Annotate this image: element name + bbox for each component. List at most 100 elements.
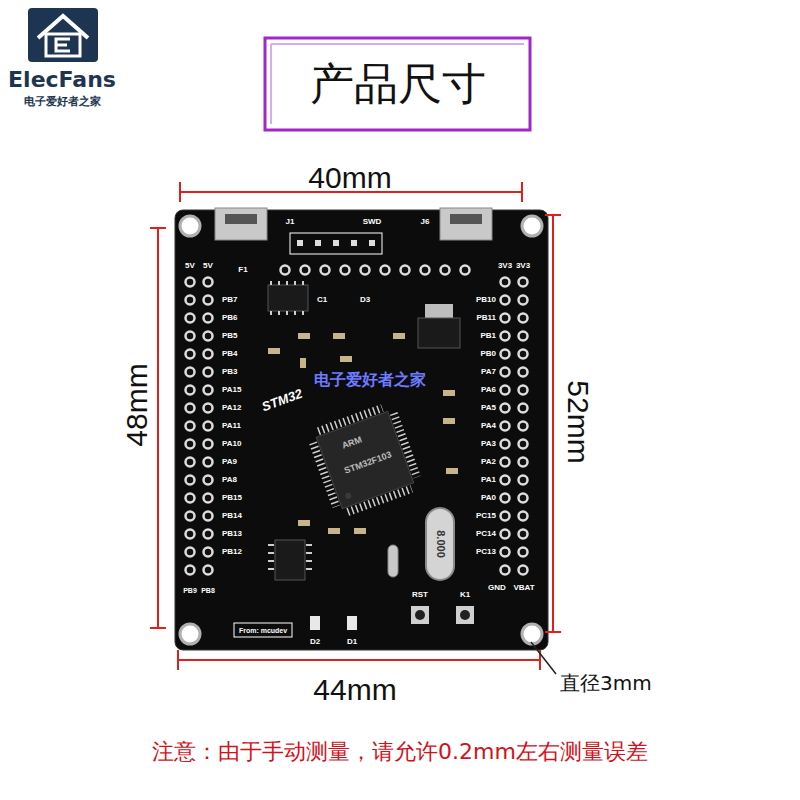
header-pin [501, 278, 510, 287]
header-pin [501, 458, 510, 467]
dimension-tick [545, 214, 561, 216]
header-pin [204, 512, 213, 521]
pin-label: PB14 [222, 512, 242, 520]
header-pin [204, 386, 213, 395]
header-pin [501, 494, 510, 503]
header-pin [519, 440, 528, 449]
header-pin [501, 332, 510, 341]
header-pin [186, 404, 195, 413]
header-pin [501, 566, 510, 575]
silkscreen-label: 5V [185, 262, 195, 270]
resistor [328, 528, 340, 534]
capacitor [333, 333, 345, 339]
ic-pins [270, 281, 306, 285]
silkscreen-label: 3V3 [516, 262, 530, 270]
header-pin [204, 332, 213, 341]
usb-port [450, 214, 482, 224]
smd-parts [268, 333, 458, 534]
header-pin [186, 494, 195, 503]
header-pin [501, 350, 510, 359]
header-pin [204, 440, 213, 449]
dimension-tick [177, 650, 179, 670]
silkscreen-label: 3V3 [498, 262, 512, 270]
pin-label: PC13 [476, 548, 496, 556]
silkscreen-label: 5V [203, 262, 213, 270]
flash-pins [268, 544, 274, 576]
dimension-tick [545, 631, 561, 633]
header-pin [519, 350, 528, 359]
header-pin [501, 296, 510, 305]
header-pin [501, 440, 510, 449]
header-pin [186, 530, 195, 539]
silk-box [234, 623, 292, 637]
pin-label: PA0 [481, 494, 496, 502]
pin-label: PA6 [481, 386, 496, 394]
dimension-line [157, 228, 159, 628]
mounting-hole [522, 624, 542, 644]
led [310, 616, 320, 630]
header-pin [401, 266, 410, 275]
header-pin [186, 566, 195, 575]
swd-pin [369, 240, 375, 246]
leader-line [531, 642, 556, 674]
header-pin [204, 350, 213, 359]
logo-house [46, 34, 80, 56]
dimension-label: 40mm [308, 163, 391, 193]
header-pin [501, 404, 510, 413]
header-pin [519, 296, 528, 305]
pin-label: PA8 [222, 476, 237, 484]
button-cap [415, 610, 425, 620]
pin-label: PA15 [222, 386, 241, 394]
pin-label: PC14 [476, 530, 496, 538]
header-pin [321, 266, 330, 275]
led [347, 616, 357, 630]
mounting-hole [522, 216, 542, 236]
crystal-marking: 8.000 [435, 530, 446, 558]
header-pin [361, 266, 370, 275]
dimension-label: 48mm [122, 363, 152, 446]
pin-label: PA2 [481, 458, 496, 466]
header-pin [301, 266, 310, 275]
header-pin [501, 368, 510, 377]
dimension-tick [150, 627, 166, 629]
header-pin [204, 404, 213, 413]
header-pin [519, 548, 528, 557]
header-pin [204, 296, 213, 305]
header-pin [501, 512, 510, 521]
usb-connector [215, 208, 267, 240]
header-pin [519, 278, 528, 287]
ic-chip [268, 285, 308, 311]
mounting-hole [180, 216, 200, 236]
header-pin [501, 314, 510, 323]
header-pin [501, 422, 510, 431]
watermark: 电子爱好者之家 [314, 372, 426, 388]
pin-label: PA10 [222, 440, 241, 448]
pin-label: PB5 [222, 332, 238, 340]
pin-label: PB12 [222, 548, 242, 556]
header-pin [441, 266, 450, 275]
usb-port [225, 214, 257, 224]
crystal [426, 508, 454, 580]
silkscreen-label: C1 [317, 296, 327, 304]
regulator [418, 318, 460, 348]
resistor [340, 356, 352, 362]
pin-label: PB8 [201, 587, 215, 594]
capacitor [443, 418, 455, 424]
dimension-tick [179, 182, 181, 202]
pin-label: PA3 [481, 440, 496, 448]
dimension-label: 直径3mm [560, 673, 652, 693]
silkscreen-label: SWD [363, 218, 382, 226]
pin-label: VBAT [513, 584, 534, 592]
crystal-32k [388, 545, 398, 577]
silkscreen-label: D2 [310, 638, 320, 646]
mcu-body [316, 411, 413, 508]
header-pin [186, 332, 195, 341]
mcu-chip [310, 405, 420, 515]
pin-label: PB7 [222, 296, 238, 304]
header-pin [281, 266, 290, 275]
header-pin [519, 314, 528, 323]
silkscreen-label: RST [412, 591, 428, 599]
silkscreen-label: F1 [238, 266, 247, 274]
header-pin [519, 476, 528, 485]
pin-label: PB11 [476, 314, 496, 322]
